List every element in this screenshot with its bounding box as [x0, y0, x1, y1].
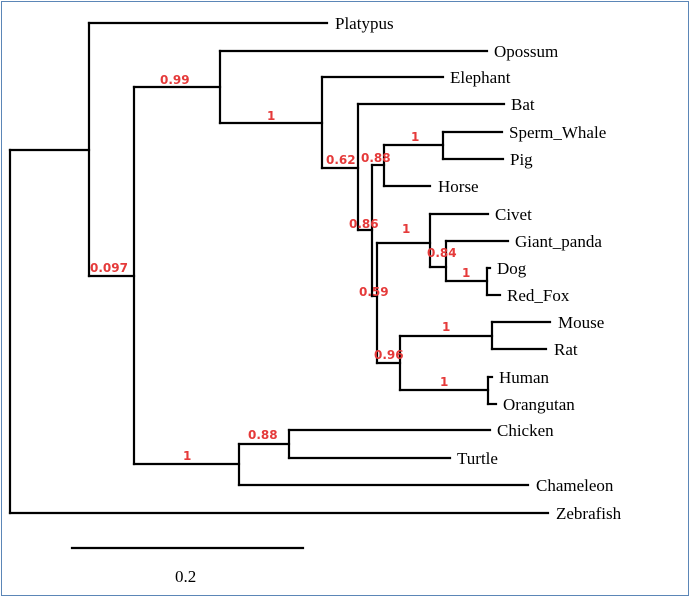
support-value: 0.96 — [374, 348, 404, 362]
taxon-label-bat: Bat — [511, 95, 535, 114]
taxon-labels: Platypus Opossum Elephant Bat Sperm_Whal… — [335, 14, 622, 523]
support-value: 1 — [183, 449, 191, 463]
taxon-label-human: Human — [499, 368, 550, 387]
support-values: 0.99 1 0.097 0.62 0.88 1 0.86 1 0.84 1 0… — [90, 73, 470, 463]
taxon-label-chicken: Chicken — [497, 421, 554, 440]
taxon-label-zebrafish: Zebrafish — [556, 504, 622, 523]
support-value: 0.86 — [349, 217, 379, 231]
support-value: 1 — [442, 320, 450, 334]
taxon-label-chameleon: Chameleon — [536, 476, 614, 495]
taxon-label-giant-panda: Giant_panda — [515, 232, 602, 251]
taxon-label-orangutan: Orangutan — [503, 395, 575, 414]
support-value: 0.88 — [248, 428, 278, 442]
taxon-label-sperm-whale: Sperm_Whale — [509, 123, 606, 142]
support-value: 0.59 — [359, 285, 389, 299]
support-value: 1 — [411, 130, 419, 144]
taxon-label-horse: Horse — [438, 177, 479, 196]
taxon-label-turtle: Turtle — [457, 449, 498, 468]
taxon-label-mouse: Mouse — [558, 313, 604, 332]
scale-bar: 0.2 — [70, 546, 305, 586]
support-value: 0.097 — [90, 261, 128, 275]
taxon-label-civet: Civet — [495, 205, 532, 224]
support-value: 1 — [402, 222, 410, 236]
support-value: 1 — [267, 109, 275, 123]
taxon-label-platypus: Platypus — [335, 14, 394, 33]
support-value: 0.88 — [361, 151, 391, 165]
support-value: 0.84 — [427, 246, 457, 260]
taxon-label-dog: Dog — [497, 259, 527, 278]
taxon-label-rat: Rat — [554, 340, 578, 359]
taxon-label-opossum: Opossum — [494, 42, 558, 61]
support-value: 1 — [462, 266, 470, 280]
taxon-label-pig: Pig — [510, 150, 533, 169]
tree-branches — [8, 21, 552, 515]
taxon-label-elephant: Elephant — [450, 68, 511, 87]
support-value: 0.99 — [160, 73, 190, 87]
taxon-label-red-fox: Red_Fox — [507, 286, 570, 305]
support-value: 0.62 — [326, 153, 356, 167]
support-value: 1 — [440, 375, 448, 389]
scale-bar-label: 0.2 — [175, 567, 196, 586]
